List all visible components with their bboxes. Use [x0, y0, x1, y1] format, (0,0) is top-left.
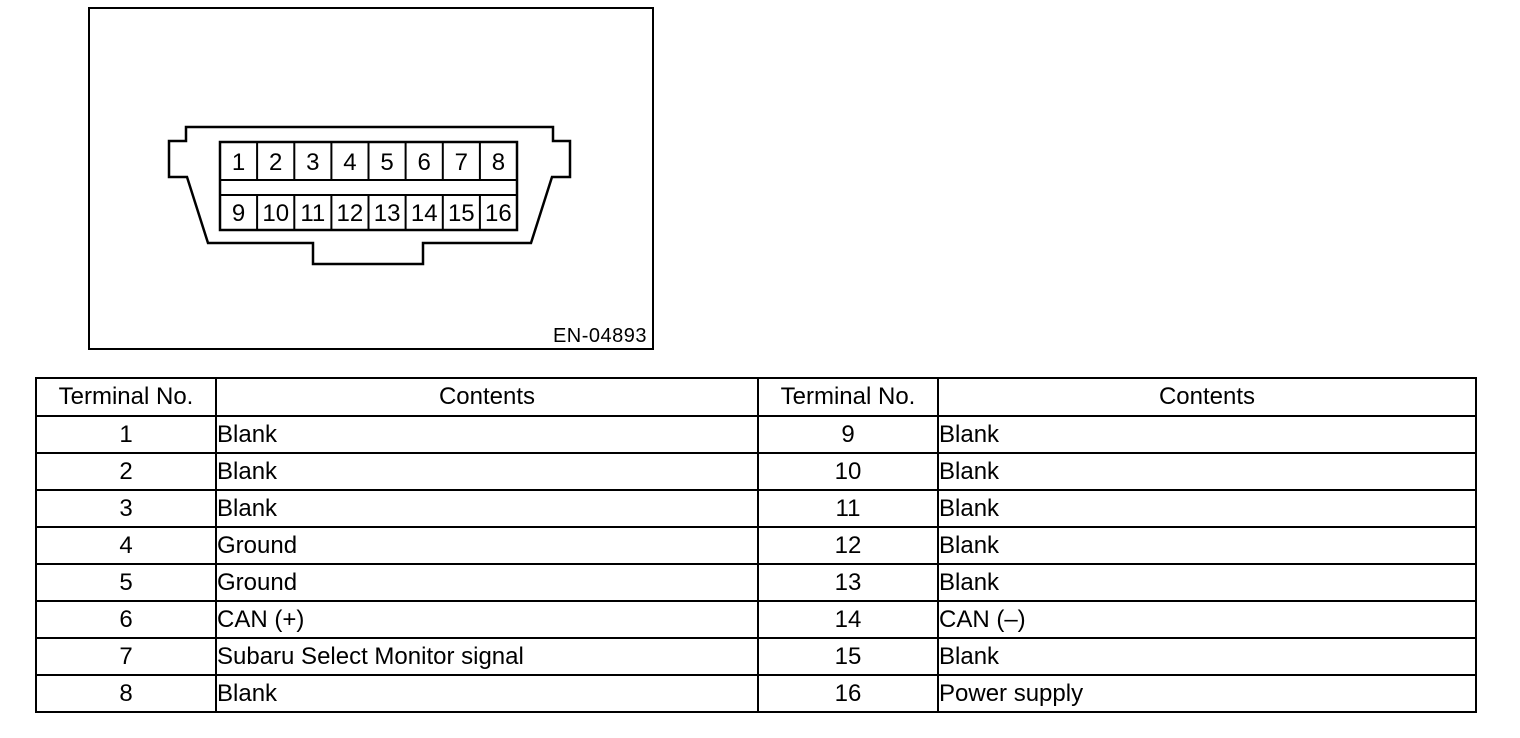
contents-cell: Blank	[937, 452, 1477, 491]
table-header-row: Terminal No. Contents Terminal No. Conte…	[35, 377, 1477, 417]
terminal-number-cell: 15	[757, 637, 939, 676]
terminal-number-cell: 5	[35, 563, 217, 602]
terminal-number-cell: 8	[35, 674, 217, 713]
obd-connector-drawing: 1 2 3 4 5 6 7 8 9 10 11 12 13 14 15 16	[167, 125, 572, 266]
pin-label: 2	[269, 149, 282, 176]
table-row: 7 Subaru Select Monitor signal 15 Blank	[35, 637, 1477, 676]
terminal-number-cell: 6	[35, 600, 217, 639]
table-row: 6 CAN (+) 14 CAN (–)	[35, 600, 1477, 639]
pin-label: 14	[411, 200, 438, 227]
terminal-number-cell: 14	[757, 600, 939, 639]
connector-diagram-box: 1 2 3 4 5 6 7 8 9 10 11 12 13 14 15 16 E…	[88, 7, 654, 350]
pin-label: 5	[380, 149, 393, 176]
contents-cell: Blank	[937, 637, 1477, 676]
pin-grid-dividers-top	[256, 142, 481, 180]
table-row: 3 Blank 11 Blank	[35, 489, 1477, 528]
contents-cell: Blank	[937, 489, 1477, 528]
table-row: 8 Blank 16 Power supply	[35, 674, 1477, 713]
contents-cell: CAN (+)	[215, 600, 759, 639]
pin-label: 12	[337, 200, 364, 227]
header-contents-left: Contents	[215, 377, 759, 417]
terminal-number-cell: 1	[35, 415, 217, 454]
contents-cell: Power supply	[937, 674, 1477, 713]
pin-label: 13	[374, 200, 401, 227]
terminal-number-cell: 12	[757, 526, 939, 565]
header-terminal-no-right: Terminal No.	[757, 377, 939, 417]
pin-label: 15	[448, 200, 475, 227]
pin-label: 16	[485, 200, 512, 227]
terminal-number-cell: 3	[35, 489, 217, 528]
contents-cell: Ground	[215, 526, 759, 565]
table-row: 4 Ground 12 Blank	[35, 526, 1477, 565]
terminal-number-cell: 11	[757, 489, 939, 528]
terminal-number-cell: 4	[35, 526, 217, 565]
contents-cell: Blank	[937, 563, 1477, 602]
terminal-number-cell: 16	[757, 674, 939, 713]
figure-label: EN-04893	[552, 325, 647, 347]
header-terminal-no-left: Terminal No.	[35, 377, 217, 417]
pin-label: 10	[262, 200, 289, 227]
table-row: 2 Blank 10 Blank	[35, 452, 1477, 491]
contents-cell: Blank	[215, 674, 759, 713]
contents-cell: Blank	[215, 415, 759, 454]
table-row: 1 Blank 9 Blank	[35, 415, 1477, 454]
pin-label: 7	[455, 149, 468, 176]
pin-label: 6	[418, 149, 431, 176]
connector-outline	[167, 125, 572, 266]
pin-grid-dividers-bottom	[256, 195, 481, 230]
contents-cell: Subaru Select Monitor signal	[215, 637, 759, 676]
contents-cell: CAN (–)	[937, 600, 1477, 639]
contents-cell: Ground	[215, 563, 759, 602]
pin-label: 9	[232, 200, 245, 227]
contents-cell: Blank	[937, 526, 1477, 565]
pin-label: 3	[306, 149, 319, 176]
header-contents-right: Contents	[937, 377, 1477, 417]
terminal-number-cell: 2	[35, 452, 217, 491]
contents-cell: Blank	[215, 452, 759, 491]
terminal-number-cell: 9	[757, 415, 939, 454]
terminal-number-cell: 10	[757, 452, 939, 491]
table-row: 5 Ground 13 Blank	[35, 563, 1477, 602]
pin-label: 4	[343, 149, 356, 176]
pin-label: 1	[232, 149, 245, 176]
pin-label: 11	[300, 200, 325, 227]
terminal-table: Terminal No. Contents Terminal No. Conte…	[35, 377, 1477, 713]
contents-cell: Blank	[215, 489, 759, 528]
terminal-number-cell: 7	[35, 637, 217, 676]
terminal-number-cell: 13	[757, 563, 939, 602]
contents-cell: Blank	[937, 415, 1477, 454]
pin-label: 8	[492, 149, 505, 176]
